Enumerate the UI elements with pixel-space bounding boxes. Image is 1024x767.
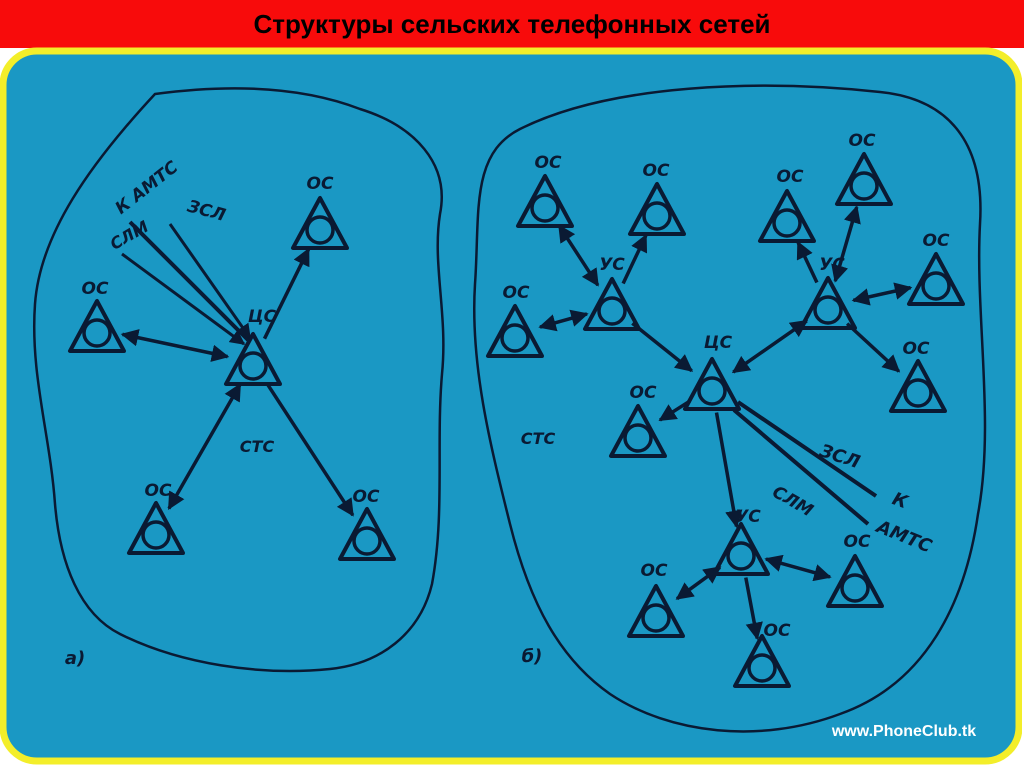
node-b-os6	[835, 152, 893, 206]
edge-b-us2-os6	[831, 205, 861, 283]
node-b-os2	[628, 182, 686, 236]
edge-a-os-left	[120, 329, 230, 362]
trunk-b-slm	[732, 408, 870, 526]
label-b-os3: ОС	[503, 283, 530, 303]
edge-b-us1-cs	[631, 321, 694, 373]
label-b-os7: ОС	[923, 231, 950, 251]
label-b-os11: ОС	[764, 621, 791, 641]
watermark: www.PhoneClub.tk	[831, 723, 976, 740]
label-a-os-bottom-right: ОС	[353, 487, 380, 507]
label-a-os-bottom-left: ОС	[145, 481, 172, 501]
node-b-os9	[627, 584, 685, 638]
edge-a-os-top-right	[262, 247, 311, 340]
node-b-os1	[516, 174, 574, 228]
edge-b-us2-os5	[796, 240, 819, 284]
label-a-sts: СТС	[240, 437, 275, 456]
node-b-os5	[758, 189, 816, 243]
node-b-us3	[712, 522, 770, 576]
label-b-os2: ОС	[643, 161, 670, 181]
edge-b-us1-os3	[538, 309, 589, 332]
node-b-os4	[609, 404, 667, 458]
edge-b-us1-os2	[621, 233, 648, 285]
label-b-sts: СТС	[521, 429, 556, 448]
edge-a-os-bottom-left	[167, 383, 242, 510]
node-b-os10	[826, 554, 884, 608]
label-b-os9: ОС	[641, 561, 668, 581]
edge-a-os-bottom-right	[265, 382, 355, 517]
edge-b-us3-os11	[744, 577, 763, 641]
network-a-outline	[32, 87, 445, 673]
trunk-a-amts	[128, 220, 250, 342]
edge-b-cs-os4	[658, 399, 691, 422]
label-a-os-left: ОС	[82, 279, 109, 299]
slide-title: Структуры сельских телефонных сетей	[253, 8, 771, 39]
nodes	[68, 152, 965, 688]
node-b-cs	[683, 357, 741, 411]
node-a-os-left	[68, 299, 126, 353]
edge-b-cs-us3	[714, 412, 743, 529]
node-b-us2	[799, 276, 857, 330]
network-b-outline	[472, 84, 987, 733]
node-a-central	[224, 332, 282, 386]
trunk-b-zsl	[736, 400, 878, 498]
edge-b-us2-os8	[845, 322, 901, 373]
edge-b-us1-os1	[557, 224, 600, 287]
label-a-os-top-right: ОС	[307, 174, 334, 194]
label-b-us2: УС	[819, 255, 845, 275]
label-b-os6: ОС	[849, 131, 876, 151]
label-b-cs: ЦС	[704, 333, 733, 353]
node-b-os7	[907, 252, 965, 306]
label-b-os10: ОС	[844, 532, 871, 552]
label-b-os5: ОС	[777, 167, 804, 187]
node-a-os-bottom-left	[127, 501, 185, 555]
label-a-cs: ЦС	[248, 307, 277, 327]
label-b-os8: ОС	[903, 339, 930, 359]
trunk-a-slm	[121, 252, 246, 346]
label-b-os4: ОС	[630, 383, 657, 403]
connections	[120, 205, 913, 641]
node-b-os11	[733, 634, 791, 688]
trunk-a-zsl	[168, 223, 252, 340]
title-bar: Структуры сельских телефонных сетей	[0, 0, 1024, 48]
node-b-os3	[486, 304, 544, 358]
node-b-os8	[889, 359, 947, 413]
edge-b-cs-us2	[731, 319, 809, 374]
node-a-os-bottom-right	[338, 507, 396, 561]
caption-a: а)	[65, 648, 85, 669]
label-b-us1: УС	[599, 255, 625, 275]
edge-b-us3-os10	[764, 554, 832, 582]
node-a-os-top-right	[291, 196, 349, 250]
label-b-us3: УС	[735, 507, 761, 527]
caption-b: б)	[522, 646, 543, 667]
edge-b-us2-os7	[851, 282, 913, 306]
node-b-us1	[583, 277, 641, 331]
label-b-os1: ОС	[535, 153, 562, 173]
